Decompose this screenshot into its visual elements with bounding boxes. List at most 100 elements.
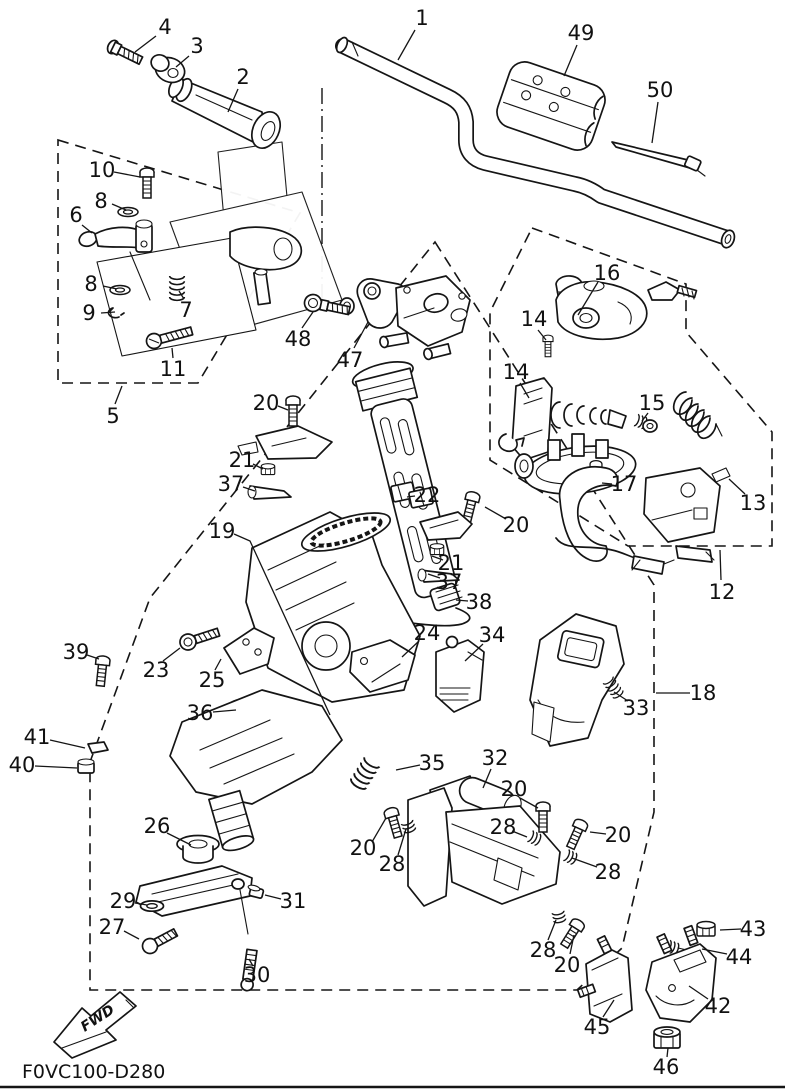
callout-leader [397,828,407,856]
callout-label: 25 [199,668,226,692]
callout-41: 41 [24,725,86,749]
callout-leader [264,894,282,900]
callout-leader [547,919,557,941]
callout-leader [519,797,539,809]
spring-screw-15 [633,413,658,433]
callout-leader [81,224,93,234]
callout-label: 37 [436,570,463,594]
callout-label: 35 [419,751,446,775]
callout-5: 5 [106,385,123,428]
callout-leader [114,385,123,405]
washer-8a [117,206,139,218]
callout-43: 43 [719,917,766,941]
callout-label: 20 [350,836,377,860]
callout-20: 20 [350,817,387,860]
steering-column [351,275,471,599]
callout-22: 22 [406,483,440,507]
callout-28: 28 [490,815,528,839]
clamp-pad-49 [496,61,606,151]
left-fasteners [77,627,275,774]
callout-label: 1 [415,6,428,30]
group-12-boundary [489,227,773,547]
callout-17: 17 [601,472,638,496]
callout-19: 19 [209,519,331,716]
callout-leader [214,658,222,671]
callout-leader [569,934,575,955]
callout-label: 38 [466,590,493,614]
callout-label: 8 [94,189,107,213]
callout-leader [86,654,100,660]
callout-18: 18 [656,681,716,705]
callout-30: 30 [244,958,271,987]
grommet-3 [150,54,186,84]
callout-label: 21 [438,551,465,575]
bracket-25 [223,627,275,675]
stopper-bracket-cluster [576,920,717,1049]
callout-20: 20 [589,823,631,847]
bracket-42 [645,924,717,1023]
callout-label: 13 [740,491,767,515]
callout-39: 39 [63,640,100,664]
screw-20a [285,395,301,427]
callout-leader [134,35,157,53]
column-top-bracket [379,275,471,361]
callout-label: 21 [229,448,256,472]
clip-41 [87,741,109,754]
hook-clip [498,433,525,453]
callout-11: 11 [160,347,186,381]
callout-29: 29 [110,889,148,913]
callout-12: 12 [709,549,735,604]
callout-28: 28 [571,857,621,884]
callout-label: 24 [414,621,441,645]
callout-leader [613,691,629,702]
callout-14: 14 [503,360,530,399]
lanyard-switch-13 [558,391,731,562]
top-mount [555,280,648,341]
callout-leader [277,405,289,411]
callout-label: 14 [503,360,530,384]
callout-26: 26 [144,814,192,846]
linkage-34 [435,635,485,713]
spring-washer-28c [562,848,579,866]
callout-label: 34 [479,623,506,647]
callout-leader [482,768,492,789]
callout-6: 6 [69,203,93,234]
callout-label: 14 [521,307,548,331]
callout-45: 45 [584,999,615,1039]
grip-assembly [106,39,282,149]
callout-leader [34,765,78,769]
callout-leader [123,930,140,940]
cap-31 [247,884,265,899]
callout-10: 10 [89,158,141,182]
callout-leader [100,311,116,314]
callout-leader [252,463,264,470]
callout-leader [248,958,254,967]
callout-leader [601,482,613,485]
callout-label: 30 [244,963,271,987]
group-5-parts [78,167,303,357]
callout-36: 36 [187,701,237,725]
callout-leader [111,203,127,211]
callout-20: 20 [253,391,289,415]
callout-leader [371,817,387,843]
e-clip-9 [107,307,125,319]
callout-leader [171,347,174,359]
group-5-boundary [57,138,302,384]
callout-label: 15 [639,391,666,415]
callout-label: 8 [84,272,97,296]
callout-20: 20 [484,506,529,537]
callout-46: 46 [653,1047,679,1079]
callout-3: 3 [175,34,204,68]
callout-leader [589,831,607,835]
callout-leader [162,647,181,662]
callout-28: 28 [530,919,557,962]
callout-label: 3 [190,34,203,58]
callout-leader [242,486,256,492]
screw-10 [139,167,155,199]
callout-leader [577,281,599,316]
upper-fasteners [237,395,482,583]
bolt-27 [141,928,179,955]
callout-label: 17 [611,472,638,496]
